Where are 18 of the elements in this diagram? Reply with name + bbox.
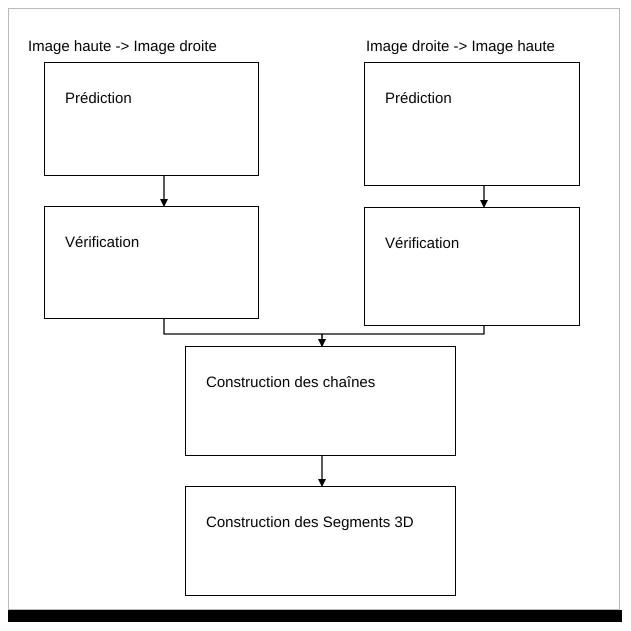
column-heading: Image droite -> Image haute <box>366 38 555 55</box>
process-box <box>364 207 580 326</box>
box-label: Construction des Segments 3D <box>206 513 415 533</box>
column-heading: Image haute -> Image droite <box>28 38 217 55</box>
process-box <box>44 206 259 319</box>
box-label: Prédiction <box>65 89 133 109</box>
box-label: Vérification <box>65 233 140 253</box>
box-label: Construction des chaînes <box>206 373 376 393</box>
arrow <box>480 186 488 208</box>
arrow <box>318 456 326 487</box>
process-box <box>185 346 456 456</box>
arrow <box>318 326 485 347</box>
arrow <box>160 176 168 207</box>
box-label: Vérification <box>385 234 460 254</box>
process-box <box>44 62 259 176</box>
process-box <box>364 62 580 186</box>
box-label: Prédiction <box>385 89 453 109</box>
process-box <box>185 486 456 596</box>
